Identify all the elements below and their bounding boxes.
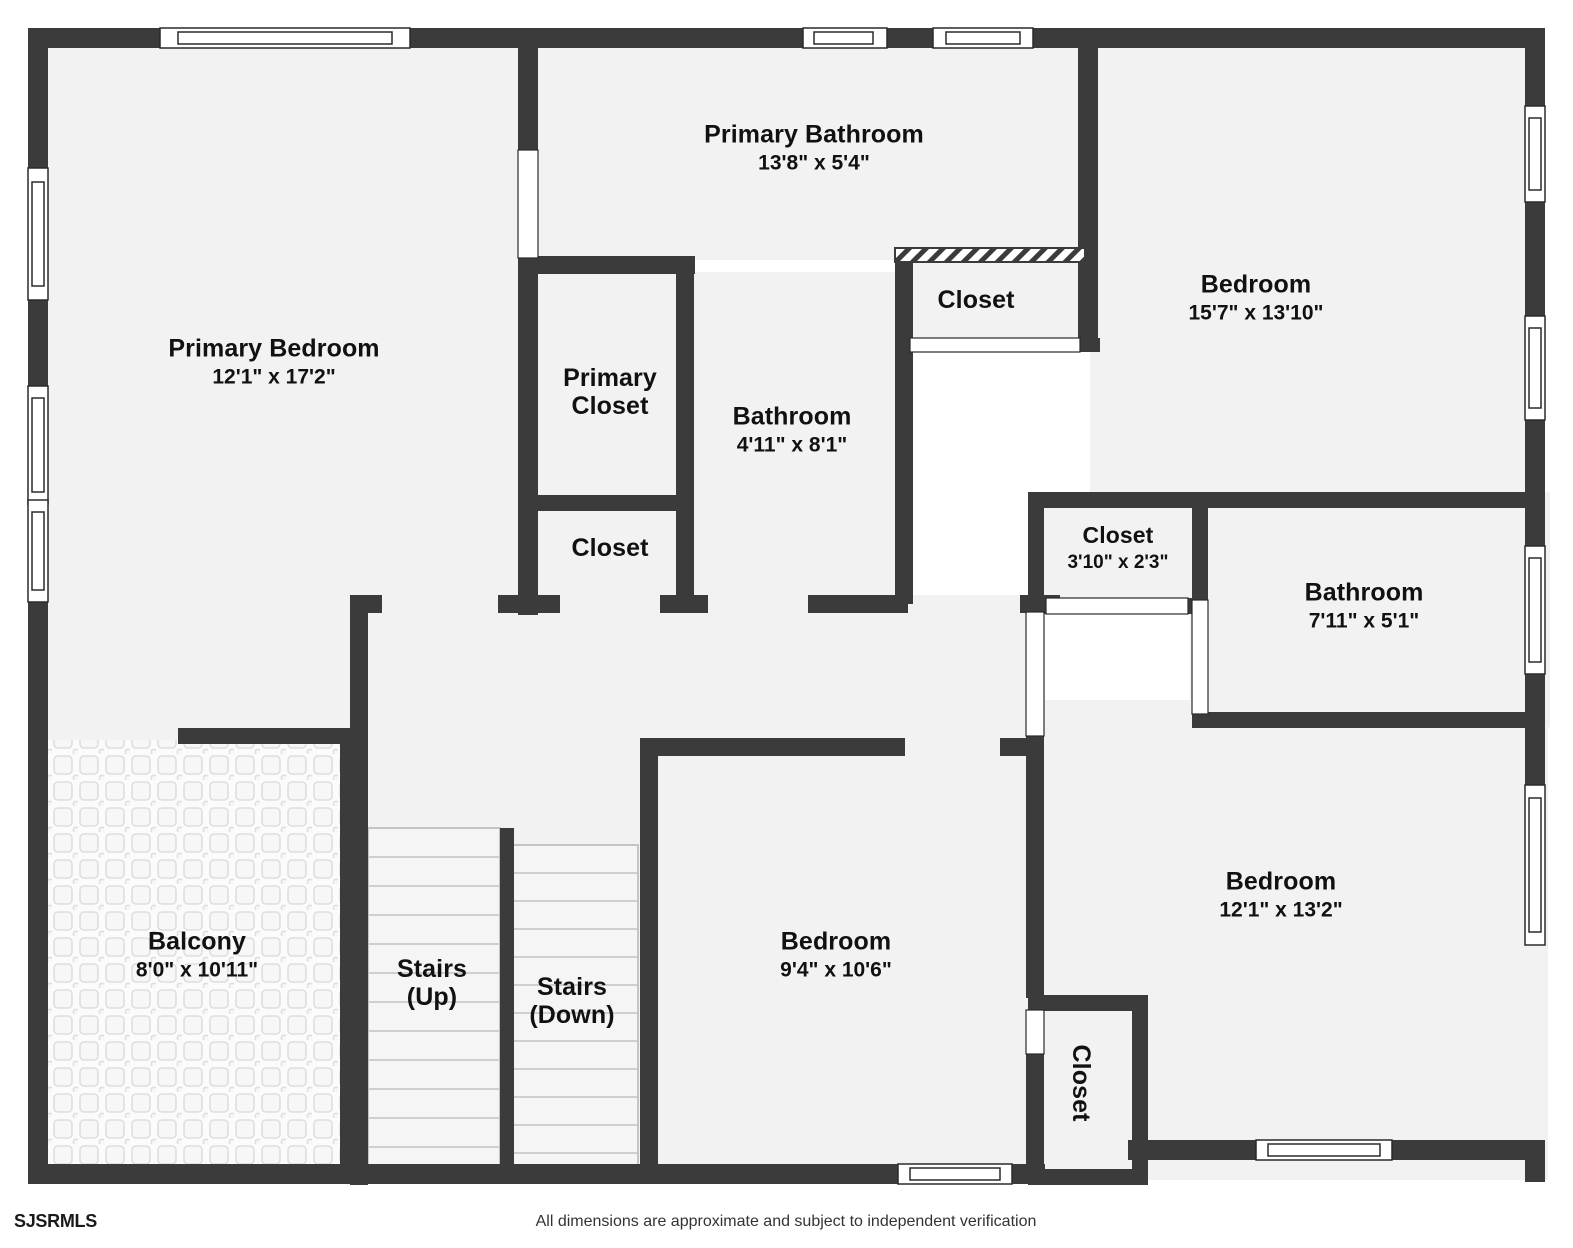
- footer: SJSRMLS All dimensions are approximate a…: [0, 1205, 1573, 1245]
- window-bottom-center-bedroom: [897, 1163, 1013, 1185]
- balcony-floor: [30, 740, 360, 1184]
- disclaimer-text: All dimensions are approximate and subje…: [535, 1213, 1037, 1230]
- stairs-down-treads: [511, 844, 639, 1181]
- window-top-bath-1: [802, 27, 888, 49]
- window-top-bath-2: [932, 27, 1034, 49]
- door-opening-hall-right: [1025, 611, 1045, 737]
- window-left-1: [27, 167, 49, 301]
- window-bottom-right-bedroom: [1255, 1139, 1393, 1161]
- door-opening-bottom-closet: [1025, 1009, 1045, 1055]
- mls-logo: SJSRMLS: [14, 1211, 97, 1231]
- stairs-up-treads: [367, 827, 501, 1181]
- window-right-1: [1524, 105, 1546, 203]
- window-top-primary-bedroom: [159, 27, 411, 49]
- window-left-2: [27, 385, 49, 505]
- door-opening-closet-top: [909, 337, 1081, 353]
- door-opening-bath-right: [1191, 599, 1209, 715]
- window-right-4: [1524, 784, 1546, 946]
- windows: [27, 27, 1546, 1185]
- door-opening-closet-right: [1045, 597, 1189, 615]
- window-right-2: [1524, 315, 1546, 421]
- door-opening-primary-closet: [517, 149, 539, 259]
- window-left-3: [27, 499, 49, 603]
- window-right-3: [1524, 545, 1546, 675]
